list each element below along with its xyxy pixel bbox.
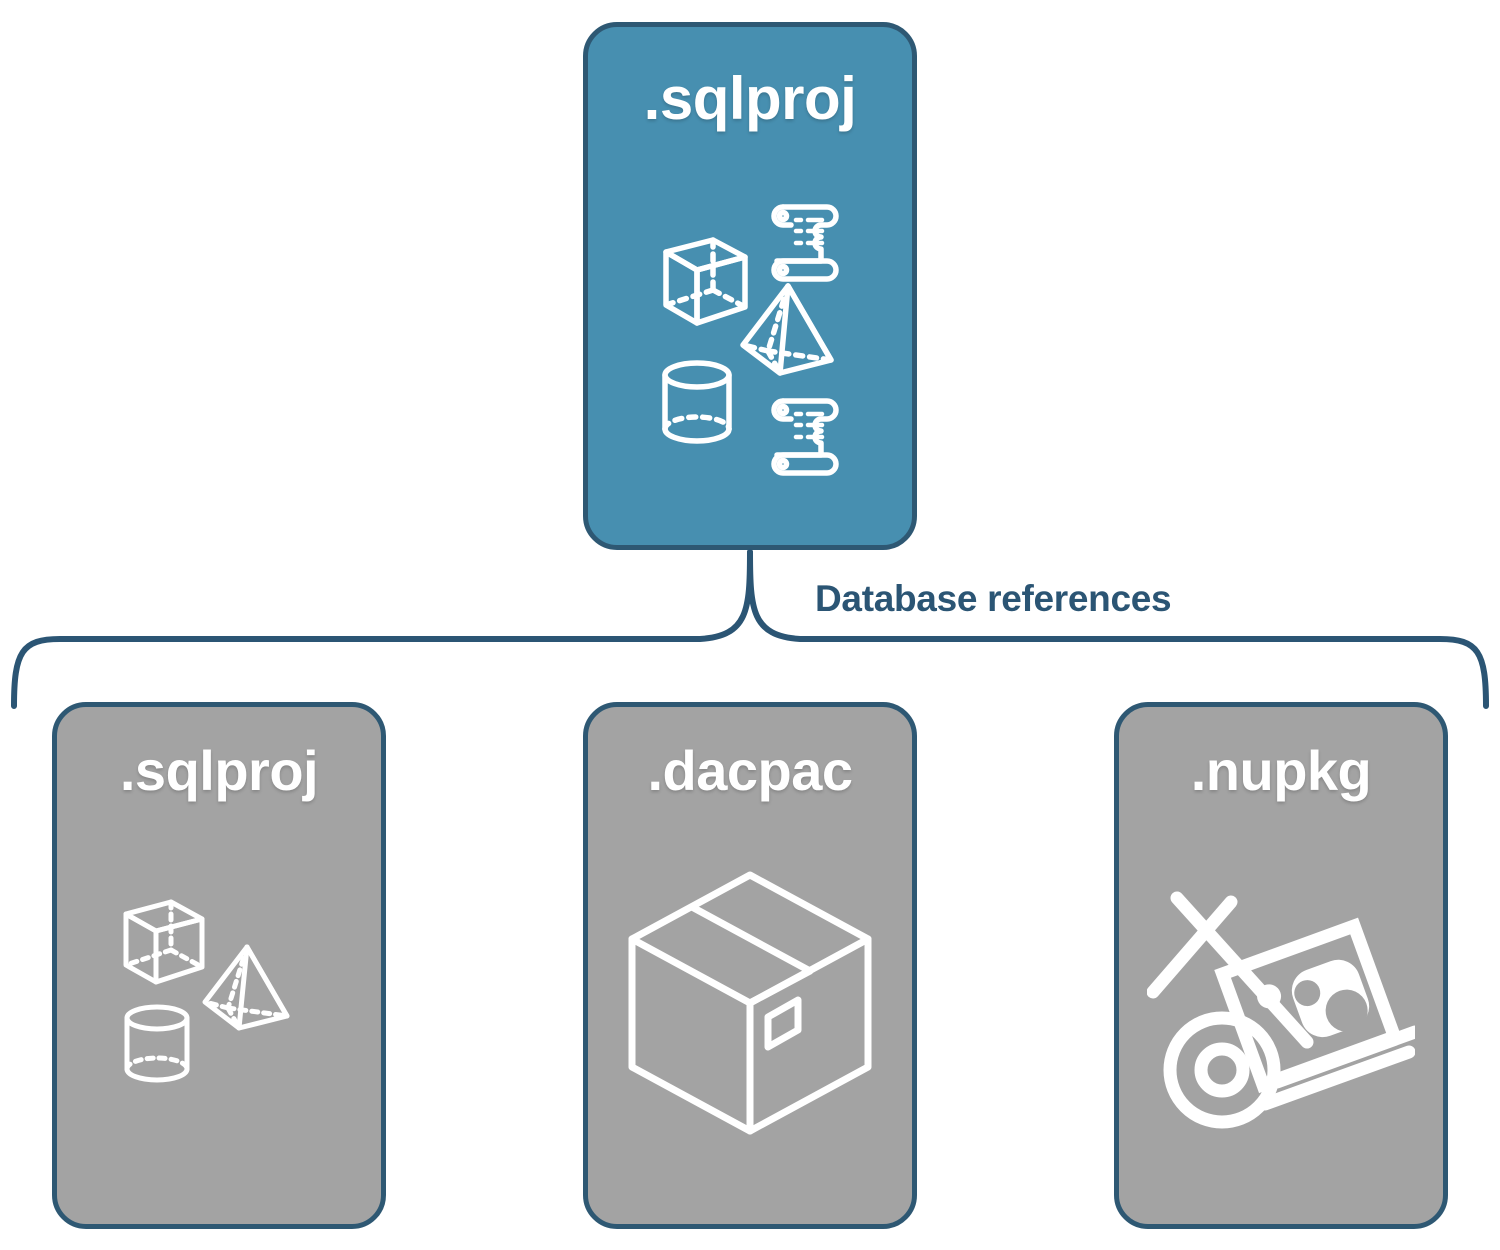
card-reference-nupkg-title: .nupkg (1190, 739, 1372, 802)
scroll-script-icon (771, 397, 839, 476)
cube-wireframe-icon (123, 899, 205, 985)
cube-wireframe-icon (663, 236, 748, 326)
card-root-title: .sqlproj (643, 65, 857, 132)
card-reference-sqlproj-title: .sqlproj (119, 739, 319, 802)
card-reference-dacpac-title: .dacpac (647, 739, 853, 802)
pyramid-wireframe-icon (202, 944, 290, 1031)
card-root-sqlproj[interactable]: .sqlproj (583, 22, 917, 550)
card-reference-sqlproj-icon-area (57, 799, 381, 1224)
database-references-bracket (0, 540, 1500, 720)
root-shapes-illustration (662, 203, 839, 476)
bracket-svg (11, 549, 1489, 709)
card-root-icon-area (588, 129, 912, 545)
card-reference-sqlproj[interactable]: .sqlproj (52, 702, 386, 1229)
reference-shapes-illustration (123, 899, 290, 1083)
card-reference-nupkg[interactable]: .nupkg (1114, 702, 1448, 1229)
scroll-script-icon (771, 203, 839, 282)
card-reference-dacpac[interactable]: .dacpac (583, 702, 917, 1229)
card-reference-nupkg-icon-area (1119, 799, 1443, 1224)
cylinder-wireframe-icon (124, 1004, 190, 1083)
cylinder-wireframe-icon (662, 359, 732, 444)
pyramid-wireframe-icon (740, 282, 834, 376)
card-reference-dacpac-icon-area (588, 799, 912, 1224)
package-box-icon (628, 871, 872, 1134)
hand-truck-nuget-icon (1147, 891, 1415, 1128)
bracket-label: Database references (815, 578, 1172, 619)
